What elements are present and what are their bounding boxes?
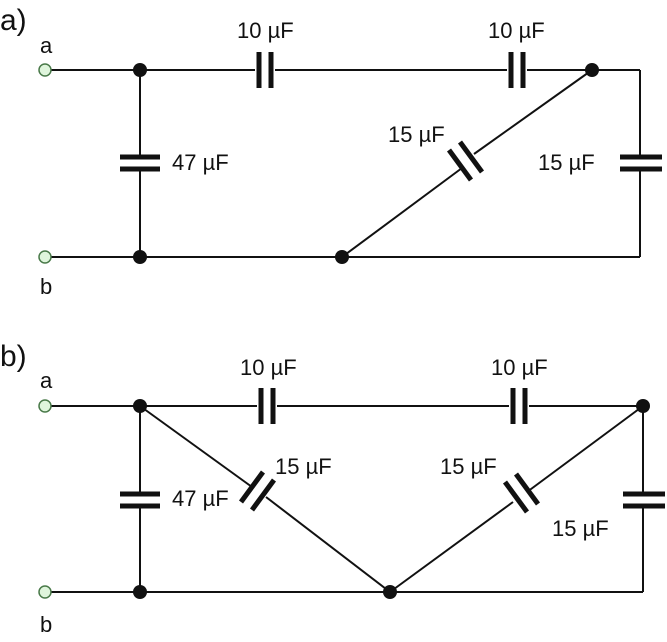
- capacitor-15uF-diagonal: [446, 140, 485, 182]
- capacitor-15uF-diagonal-right: [502, 472, 541, 514]
- terminal-b-label: b: [40, 612, 52, 637]
- terminal-b-label: b: [40, 274, 52, 299]
- capacitor-label: 10 µF: [488, 18, 545, 43]
- capacitor-label: 15 µF: [552, 516, 609, 541]
- terminal-a: [38, 63, 52, 77]
- capacitor-label: 47 µF: [172, 150, 229, 175]
- capacitor-47uF: [120, 491, 160, 509]
- circuit-b: b) a b 10 µF: [0, 340, 665, 637]
- terminal-b: [38, 250, 52, 264]
- capacitor-label: 15 µF: [440, 454, 497, 479]
- circuit-a-label: a): [0, 4, 27, 37]
- capacitor-15uF-diagonal-left: [238, 470, 277, 512]
- circuit-b-label: b): [0, 340, 27, 373]
- capacitor-47uF: [120, 154, 160, 172]
- capacitor-10uF-top-right: [510, 388, 528, 424]
- junction-nodes: [133, 63, 599, 264]
- capacitor-label: 10 µF: [240, 355, 297, 380]
- capacitor-15uF-right: [620, 154, 662, 172]
- terminal-a-label: a: [40, 368, 53, 393]
- capacitor-label: 15 µF: [388, 122, 445, 147]
- capacitor-10uF-top-left: [258, 388, 276, 424]
- terminal-a-label: a: [40, 33, 53, 58]
- capacitor-label: 10 µF: [237, 18, 294, 43]
- wires: [45, 405, 644, 593]
- terminal-a: [38, 399, 52, 413]
- capacitor-label: 15 µF: [538, 150, 595, 175]
- capacitor-10uF-top-left: [256, 52, 274, 88]
- circuit-a: a) a b 10 µF 10 µF: [0, 4, 662, 299]
- terminal-b: [38, 585, 52, 599]
- capacitor-15uF-right: [623, 491, 665, 509]
- wires: [45, 69, 641, 258]
- capacitor-10uF-top-right: [508, 52, 526, 88]
- junction-nodes: [133, 399, 650, 599]
- capacitor-label: 10 µF: [491, 355, 548, 380]
- capacitor-label: 47 µF: [172, 486, 229, 511]
- capacitor-label: 15 µF: [275, 454, 332, 479]
